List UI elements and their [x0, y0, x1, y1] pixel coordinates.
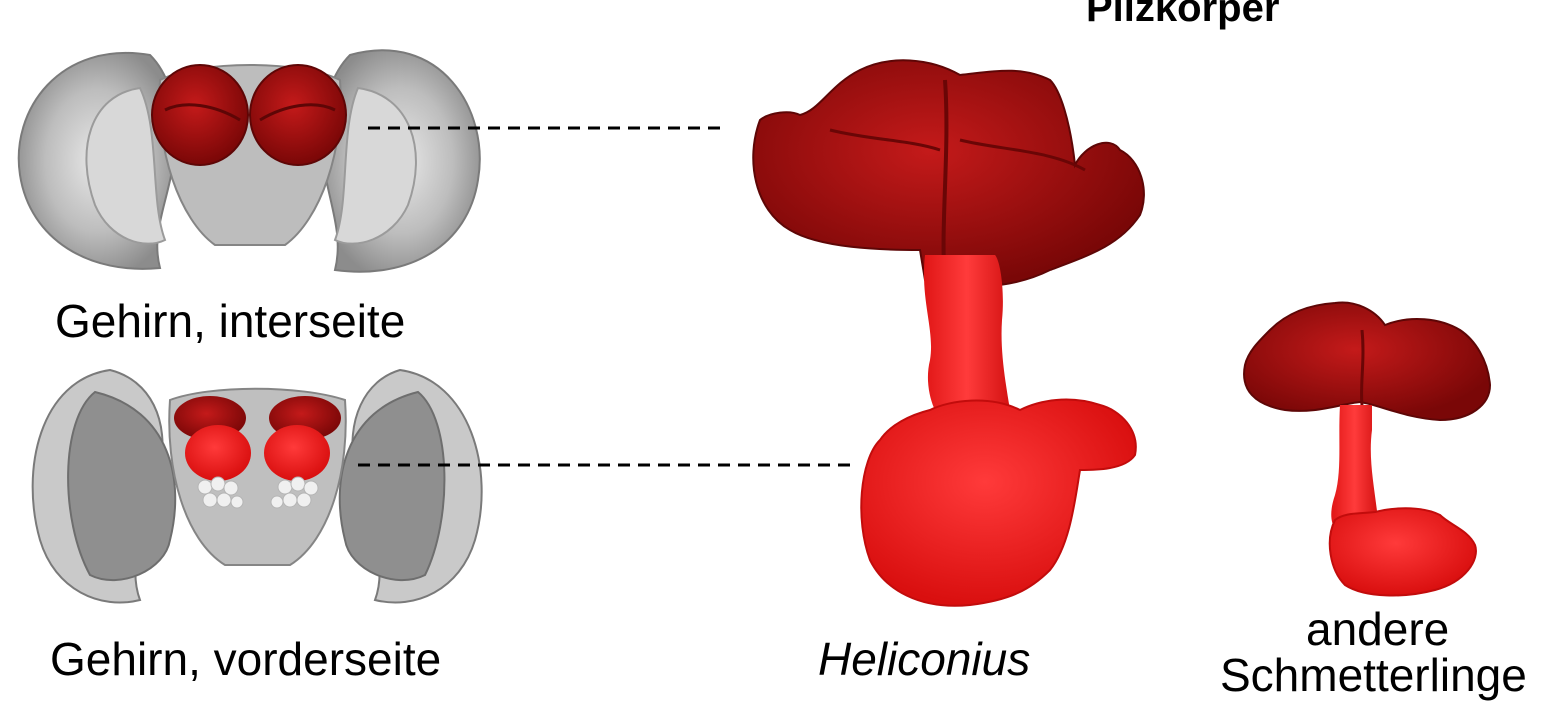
- brain-bottom-image: [33, 370, 482, 603]
- label-brain-top: Gehirn, interseite: [55, 298, 405, 344]
- other-butterflies-mushroom-body: [1244, 302, 1490, 595]
- label-brain-bottom: Gehirn, vorderseite: [50, 636, 441, 682]
- heliconius-mushroom-body: [753, 60, 1144, 605]
- label-heliconius: Heliconius: [818, 636, 1030, 682]
- label-other-butterflies-line1: andere: [1306, 606, 1449, 652]
- brain-top-image: [19, 50, 480, 271]
- label-other-butterflies-line2: Schmetterlinge: [1220, 652, 1527, 698]
